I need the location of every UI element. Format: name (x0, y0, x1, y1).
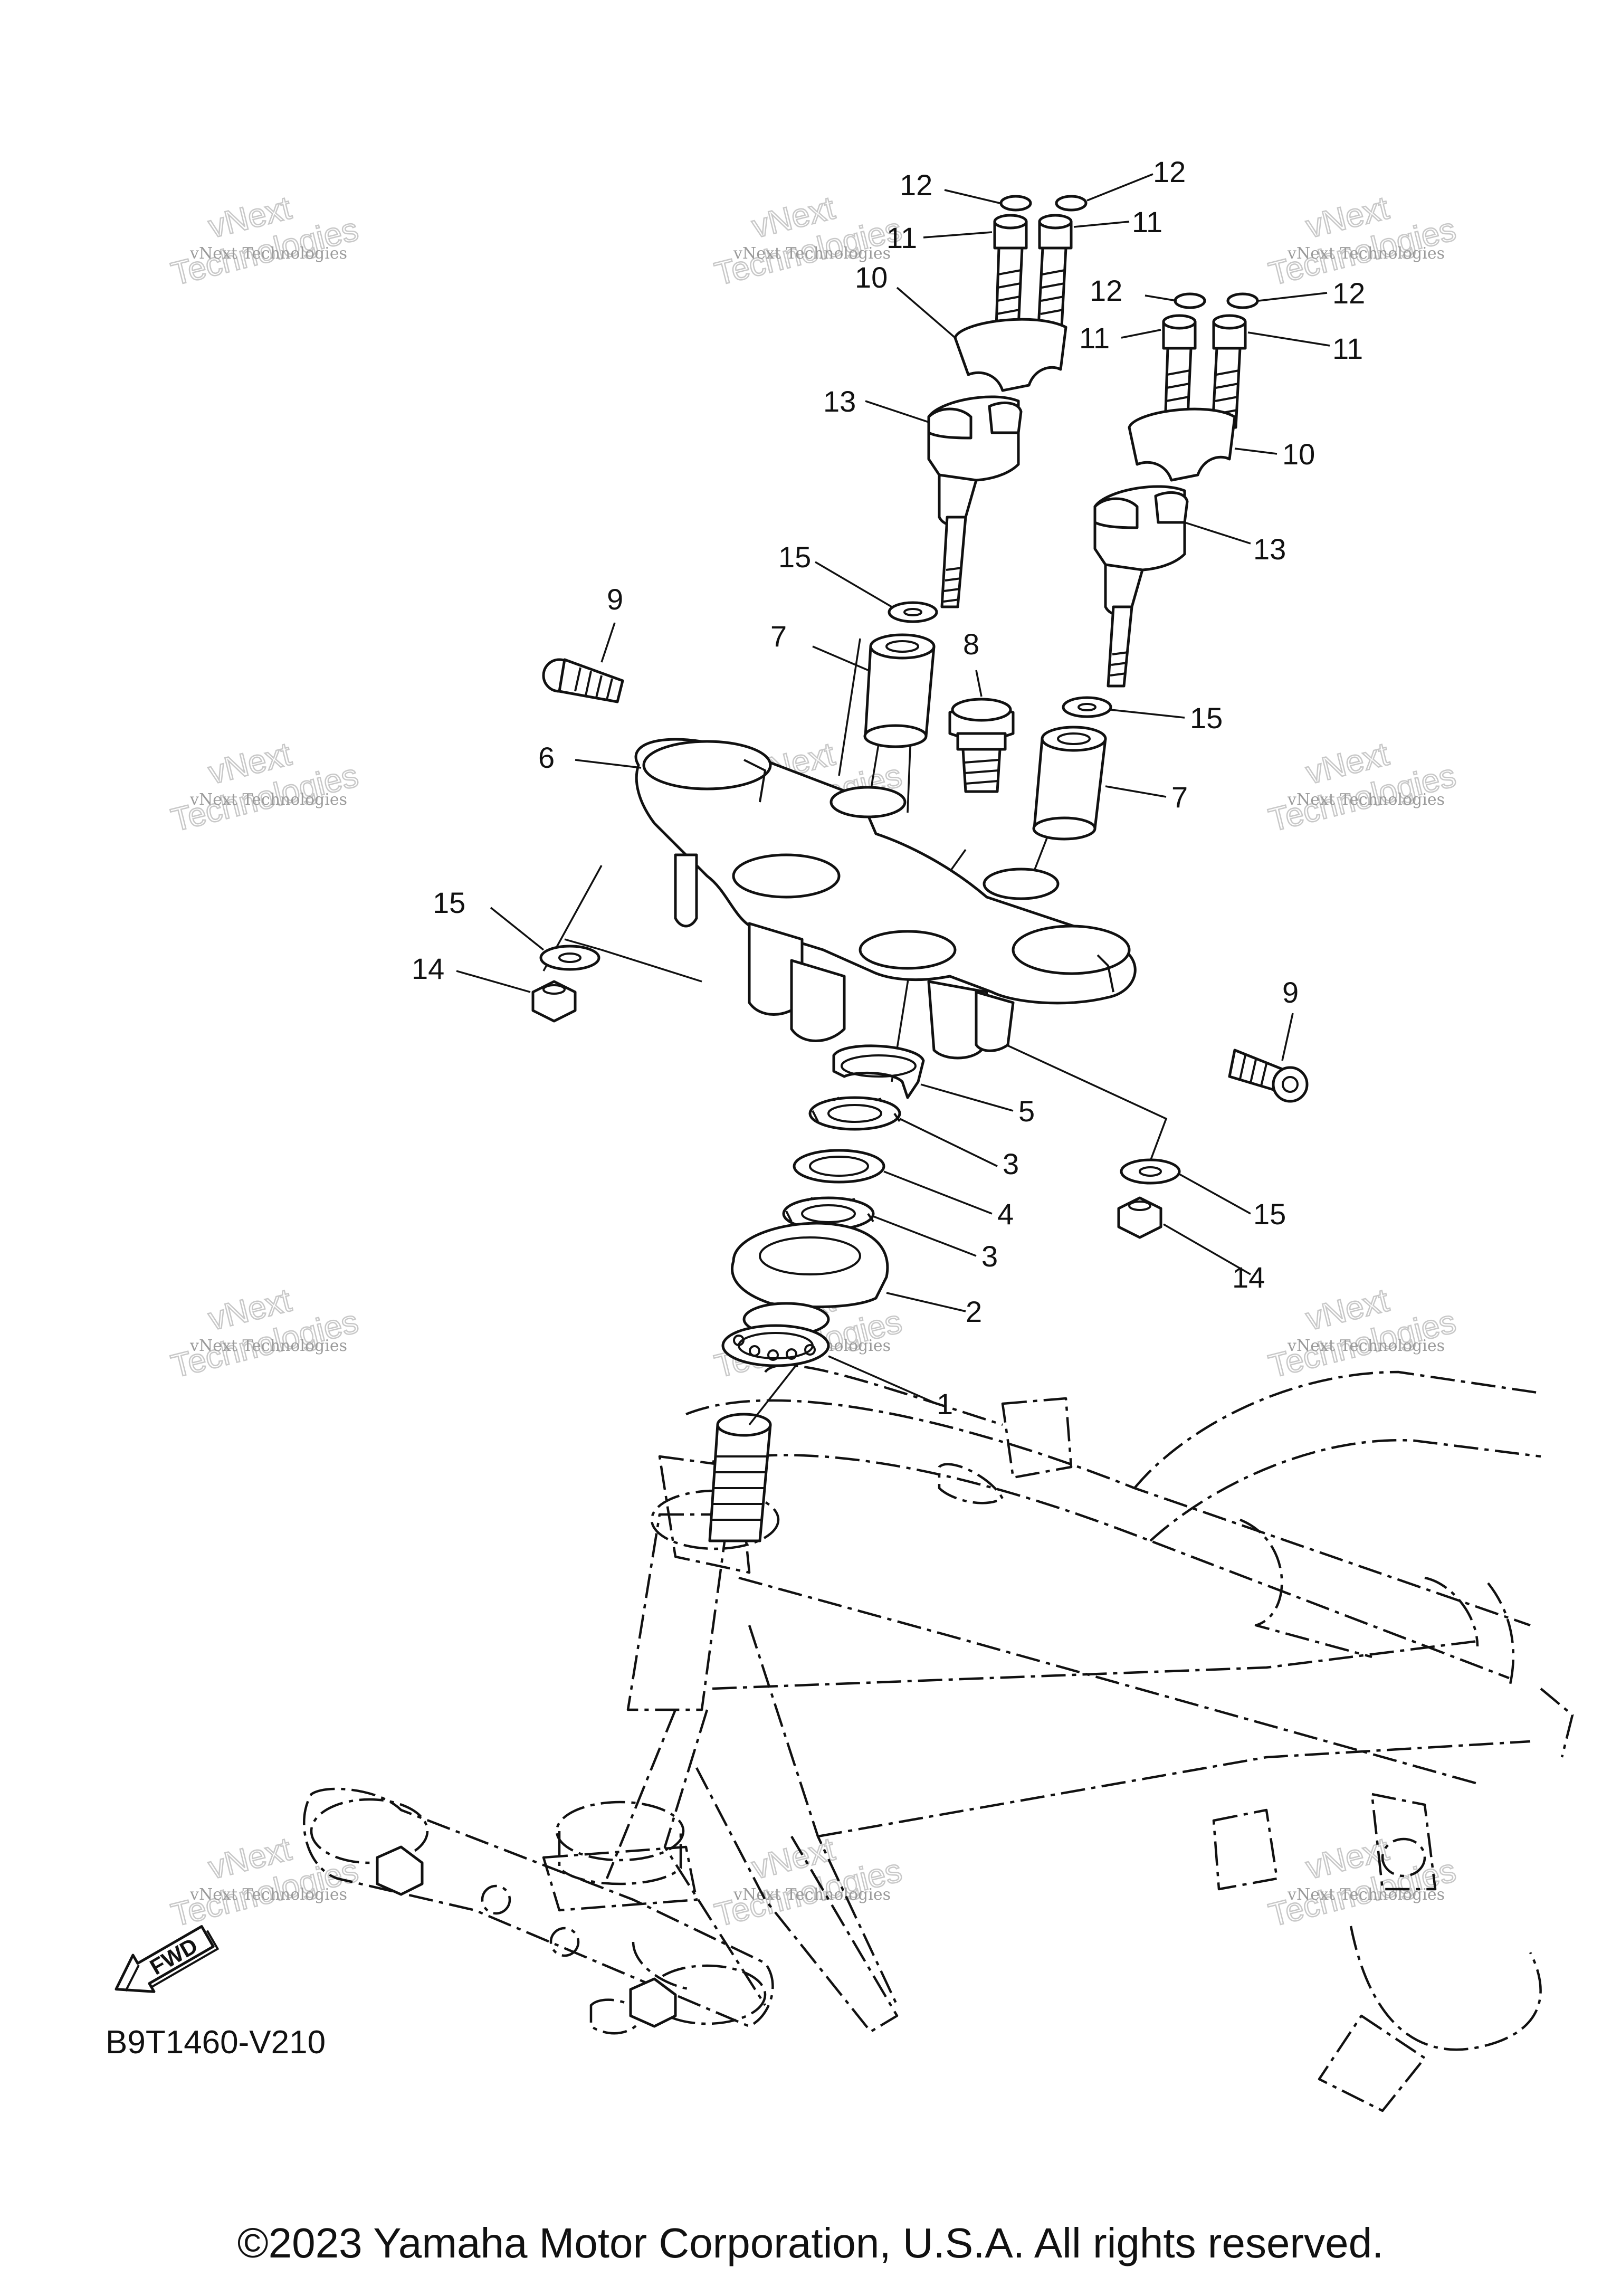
svg-text:vNext Technologies: vNext Technologies (189, 790, 347, 809)
callout-12[interactable]: 12 (900, 168, 932, 202)
callout-1[interactable]: 1 (937, 1387, 953, 1421)
callout-6[interactable]: 6 (538, 741, 555, 774)
svg-text:vNext Technologies: vNext Technologies (1287, 1885, 1445, 1904)
steering-stem (376, 1413, 772, 2028)
bolt-11-right-b[interactable] (1211, 314, 1247, 429)
cap-12-left-b[interactable] (1055, 195, 1088, 212)
ring-nut-3-upper[interactable] (808, 1096, 901, 1131)
washer-15-upper-right[interactable] (1062, 696, 1112, 718)
nut-14-left[interactable] (531, 980, 577, 1023)
bolt-11-left-b[interactable] (1037, 214, 1073, 329)
bolt-11-left-a[interactable] (993, 214, 1028, 329)
callout-7[interactable]: 7 (1171, 780, 1188, 814)
diagram-code: B9T1460-V210 (106, 2024, 326, 2061)
callout-15[interactable]: 15 (1253, 1197, 1286, 1231)
cap-12-right-a[interactable] (1174, 292, 1206, 309)
fwd-arrow-icon: FWD (115, 1925, 220, 1993)
watermark: vNext Technologies vNext Technologies (167, 189, 363, 293)
leader-lines (456, 173, 1330, 1405)
callout-3[interactable]: 3 (1003, 1147, 1019, 1180)
upper-holder-10-left[interactable] (953, 318, 1067, 392)
callout-15[interactable]: 15 (1190, 701, 1223, 735)
callout-14[interactable]: 14 (412, 952, 444, 985)
watermark: vNext Technologies vNext Technologies (711, 1830, 906, 1934)
svg-text:vNext Technologies: vNext Technologies (1287, 1337, 1445, 1355)
svg-text:vNext Technologies: vNext Technologies (1287, 790, 1445, 809)
callout-12[interactable]: 12 (1332, 277, 1365, 310)
nut-14-right[interactable] (1117, 1196, 1162, 1239)
watermark: vNext Technologies vNext Technologies (167, 1830, 363, 1934)
callout-15[interactable]: 15 (778, 540, 811, 574)
watermark: vNext Technologies vNext Technologies (1265, 1830, 1460, 1934)
cap-12-right-b[interactable] (1226, 292, 1259, 309)
callout-4[interactable]: 4 (997, 1197, 1014, 1231)
callout-10[interactable]: 10 (1282, 437, 1315, 471)
washer-15-lower-left[interactable] (539, 945, 600, 971)
collar-7-right[interactable] (1032, 726, 1107, 841)
washer-15-lower-right[interactable] (1120, 1158, 1181, 1185)
washer-15-upper-left[interactable] (888, 601, 938, 623)
callout-labels: 12 12 11 11 12 12 10 11 11 13 10 13 15 9… (412, 155, 1365, 1421)
svg-text:vNext Technologies: vNext Technologies (189, 1337, 347, 1355)
copyright-notice: ©2023 Yamaha Motor Corporation, U.S.A. A… (237, 2219, 1384, 2266)
lock-washer-5[interactable] (832, 1044, 925, 1099)
pinch-bolt-9-left[interactable] (542, 658, 624, 703)
ring-nut-3-lower[interactable] (782, 1196, 875, 1231)
lower-holder-13-right[interactable] (1093, 485, 1189, 688)
callout-10[interactable]: 10 (855, 261, 888, 294)
callout-11[interactable]: 11 (1079, 321, 1110, 355)
svg-text:vNext Technologies: vNext Technologies (733, 1885, 891, 1904)
bearing-1[interactable] (721, 1302, 830, 1367)
watermarks: vNext Technologies vNext Technologies vN… (167, 189, 1460, 1934)
callout-12[interactable]: 12 (1153, 155, 1186, 188)
callout-13[interactable]: 13 (823, 385, 856, 418)
svg-text:vNext Technologies: vNext Technologies (1287, 244, 1445, 263)
callout-7[interactable]: 7 (770, 620, 787, 653)
svg-text:vNext Technologies: vNext Technologies (189, 244, 347, 263)
callout-3[interactable]: 3 (981, 1240, 998, 1273)
callout-11[interactable]: 11 (1132, 205, 1162, 239)
rubber-washer-4[interactable] (793, 1149, 885, 1184)
cap-12-left-a[interactable] (999, 195, 1032, 212)
svg-text:vNext Technologies: vNext Technologies (733, 244, 891, 263)
callout-15[interactable]: 15 (433, 886, 465, 919)
upper-holder-10-right[interactable] (1128, 407, 1236, 482)
watermark: vNext Technologies vNext Technologies (167, 735, 363, 839)
lower-holder-13-left[interactable] (927, 395, 1023, 608)
callout-13[interactable]: 13 (1253, 532, 1286, 566)
right-handlebar-holder-assembly (1032, 292, 1259, 841)
motorcycle-frame (303, 1364, 1574, 2112)
watermark: vNext Technologies vNext Technologies (167, 1281, 363, 1385)
callout-11[interactable]: 11 (1332, 332, 1363, 365)
callout-9[interactable]: 9 (607, 583, 623, 616)
collar-7-left[interactable] (863, 633, 936, 748)
fwd-label: FWD (146, 1933, 202, 1980)
callout-11[interactable]: 11 (886, 221, 917, 254)
callout-2[interactable]: 2 (966, 1295, 982, 1328)
stem-nut-8[interactable] (948, 698, 1015, 793)
callout-5[interactable]: 5 (1018, 1094, 1035, 1128)
callout-8[interactable]: 8 (963, 627, 979, 661)
callout-9[interactable]: 9 (1282, 976, 1299, 1009)
svg-text:vNext Technologies: vNext Technologies (189, 1885, 347, 1904)
left-handlebar-holder-assembly (863, 195, 1088, 748)
callout-12[interactable]: 12 (1090, 274, 1122, 307)
upper-bracket-6[interactable] (634, 738, 1137, 1060)
pinch-bolt-9-right[interactable] (1228, 1049, 1309, 1103)
bearing-cover-2[interactable] (731, 1222, 889, 1309)
callout-14[interactable]: 14 (1232, 1261, 1265, 1294)
watermark: vNext Technologies vNext Technologies (1265, 735, 1460, 839)
